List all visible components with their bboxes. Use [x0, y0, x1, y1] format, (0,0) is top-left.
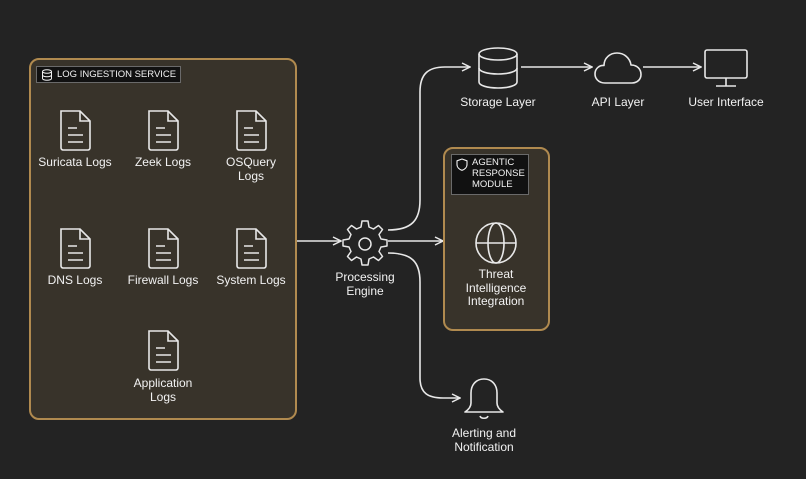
- firewall-logs-label: Firewall Logs: [127, 273, 199, 287]
- document-icon: [148, 228, 179, 269]
- log-ingestion-title: LOG INGESTION SERVICE: [36, 66, 182, 83]
- zeek-logs-node: [143, 108, 183, 152]
- application-logs-label: Application Logs: [133, 376, 193, 404]
- zeek-logs-label: Zeek Logs: [134, 155, 192, 169]
- document-icon: [148, 110, 179, 151]
- edge-processing-to-storage: [387, 67, 470, 231]
- system-logs-label: System Logs: [216, 273, 286, 287]
- firewall-logs-node: [143, 226, 183, 270]
- osquery-logs-node: [231, 108, 271, 152]
- shield-icon: [456, 158, 468, 171]
- threat-intelligence-node: [473, 220, 519, 266]
- document-icon: [236, 110, 267, 151]
- edge-processing-to-alerting: [387, 252, 460, 398]
- alerting-node: [462, 376, 506, 422]
- user-interface-label: User Interface: [688, 95, 764, 109]
- threat-intelligence-label: Threat Intelligence Integration: [465, 267, 527, 308]
- database-icon: [42, 68, 52, 81]
- globe-icon: [475, 222, 517, 264]
- api-layer-label: API Layer: [591, 95, 645, 109]
- storage-layer-label: Storage Layer: [460, 95, 536, 109]
- system-logs-node: [231, 226, 271, 270]
- log-ingestion-group: [29, 58, 297, 420]
- suricata-logs-label: Suricata Logs: [38, 155, 112, 169]
- log-ingestion-title-text: LOG INGESTION SERVICE: [57, 69, 177, 80]
- agentic-response-title-text: AGENTIC RESPONSE MODULE: [472, 157, 525, 190]
- gear-icon: [342, 220, 388, 266]
- monitor-icon: [704, 49, 748, 87]
- processing-engine-node: [342, 220, 388, 266]
- storage-layer-node: [476, 46, 520, 90]
- api-layer-node: [593, 50, 643, 86]
- document-icon: [148, 330, 179, 371]
- database-icon: [478, 47, 518, 89]
- user-interface-node: [703, 47, 749, 89]
- processing-engine-label: Processing Engine: [335, 270, 395, 298]
- document-icon: [236, 228, 267, 269]
- cloud-icon: [594, 52, 642, 84]
- agentic-response-title: AGENTIC RESPONSE MODULE: [451, 154, 529, 195]
- osquery-logs-label: OSQuery Logs: [225, 155, 276, 183]
- dns-logs-node: [55, 226, 95, 270]
- dns-logs-label: DNS Logs: [47, 273, 103, 287]
- application-logs-node: [143, 328, 183, 372]
- document-icon: [60, 110, 91, 151]
- bell-icon: [464, 378, 504, 420]
- document-icon: [60, 228, 91, 269]
- suricata-logs-node: [55, 108, 95, 152]
- alerting-label: Alerting and Notification: [451, 426, 517, 454]
